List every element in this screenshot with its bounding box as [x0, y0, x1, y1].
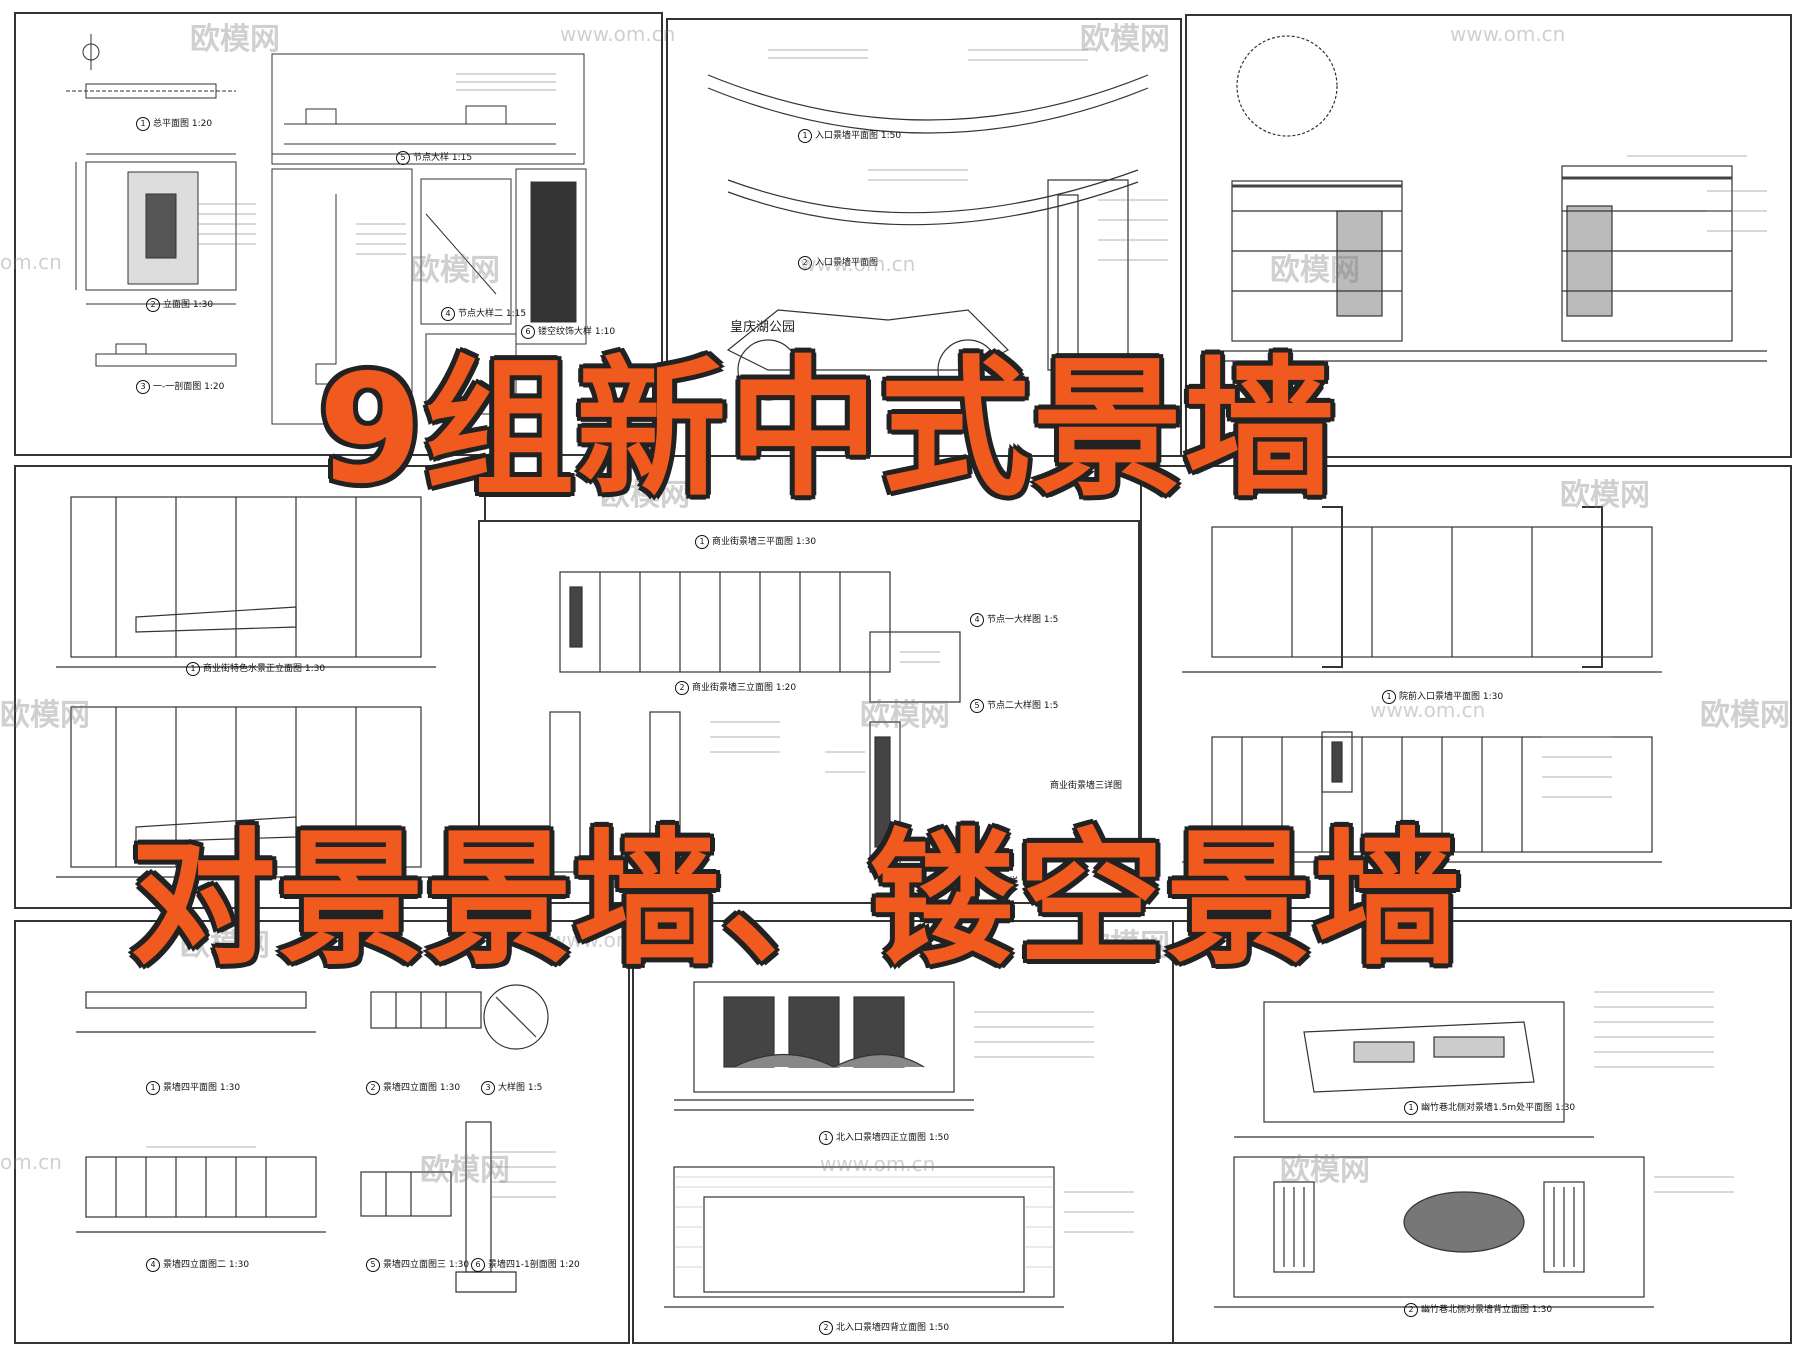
watermark-brand: 欧模网 [180, 928, 270, 963]
watermark-url: www.om.cn [820, 1152, 936, 1176]
cad-linework [1182, 506, 1662, 863]
cad-linework [1214, 991, 1734, 1308]
watermark-brand: 欧模网 [1080, 928, 1170, 963]
watermark-url: www.om.cn [1370, 698, 1486, 722]
watermark-brand: 欧模网 [0, 698, 90, 733]
watermark-url: www.om.cn [560, 22, 676, 46]
watermark-brand: 欧模网 [1560, 478, 1650, 513]
cad-linework [1207, 35, 1767, 362]
watermark-brand: 欧模网 [1700, 698, 1790, 733]
watermark-url: www.om.cn [800, 252, 916, 276]
cad-linework [707, 49, 1168, 401]
cad-linework [76, 984, 556, 1293]
watermark-brand: 欧模网 [420, 1153, 510, 1188]
cad-linework [664, 981, 1134, 1308]
watermark-url: www.om.cn [1450, 22, 1566, 46]
watermark-brand: 欧模网 [190, 22, 280, 57]
park-name-sign: 皇庆湖公园 [730, 320, 796, 335]
watermark-url: www.om.cn [550, 928, 666, 952]
watermark-brand: 欧模网 [600, 478, 690, 513]
watermark-brand: 欧模网 [1280, 1153, 1370, 1188]
watermark-brand: 欧模网 [410, 253, 500, 288]
cad-linework [56, 496, 436, 878]
watermark-brand: 欧模网 [1080, 22, 1170, 57]
headline-subtitle: 对景景墙、镂空景墙 [130, 815, 1462, 985]
drawing-panel-lattice-elevation [1185, 14, 1792, 458]
watermark-brand: 欧模网 [1270, 253, 1360, 288]
watermark-brand: 欧模网 [860, 698, 950, 733]
headline-title: 9组新中式景墙 [318, 343, 1337, 517]
cad-linework [66, 34, 587, 425]
watermark-url-partial: om.cn [0, 1150, 62, 1174]
cad-linework [549, 571, 961, 873]
sheet-side-title: 商业街景墙三详图 [1050, 781, 1123, 791]
watermark-url-partial: om.cn [0, 250, 62, 274]
